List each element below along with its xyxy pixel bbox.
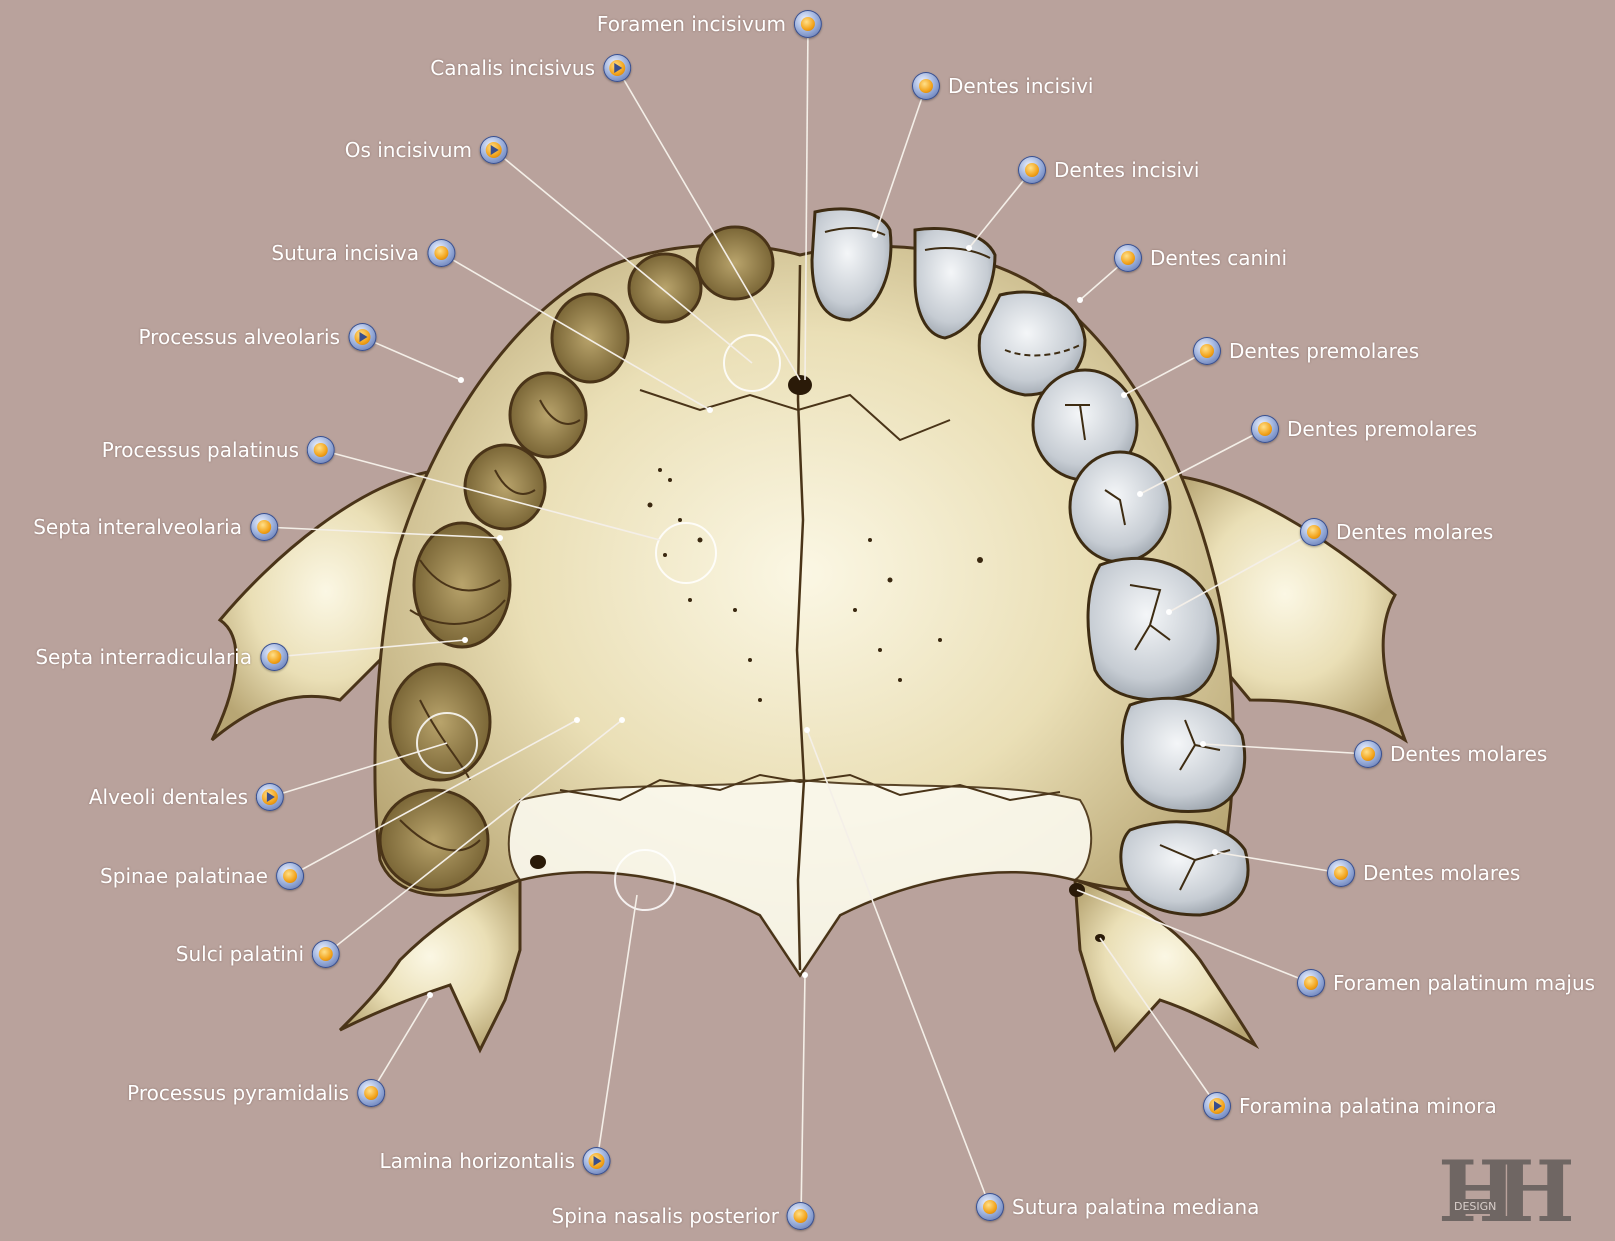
label-text[interactable]: Lamina horizontalis — [380, 1151, 575, 1171]
label-text[interactable]: Foramen incisivum — [597, 14, 786, 34]
label-dentes-molares-2[interactable]: Dentes molares — [1354, 740, 1547, 768]
dot-icon[interactable] — [250, 513, 278, 541]
label-os-incisivum[interactable]: Os incisivum — [345, 136, 508, 164]
label-text[interactable]: Sulci palatini — [176, 944, 304, 964]
dot-icon[interactable] — [1251, 415, 1279, 443]
label-septa-interalveolaria[interactable]: Septa interalveolaria — [33, 513, 278, 541]
label-foramen-palatinum-majus[interactable]: Foramen palatinum majus — [1297, 969, 1595, 997]
dot-icon[interactable] — [1327, 859, 1355, 887]
label-dentes-molares-1[interactable]: Dentes molares — [1300, 518, 1493, 546]
label-text[interactable]: Processus alveolaris — [138, 327, 340, 347]
label-text[interactable]: Dentes incisivi — [948, 76, 1093, 96]
label-text[interactable]: Dentes incisivi — [1054, 160, 1199, 180]
dot-icon[interactable] — [794, 10, 822, 38]
dot-icon[interactable] — [357, 1079, 385, 1107]
label-canalis-incisivus[interactable]: Canalis incisivus — [430, 54, 631, 82]
dot-icon[interactable] — [1018, 156, 1046, 184]
dot-icon[interactable] — [1297, 969, 1325, 997]
label-foramen-incisivum[interactable]: Foramen incisivum — [597, 10, 822, 38]
label-dentes-canini[interactable]: Dentes canini — [1114, 244, 1287, 272]
label-text[interactable]: Processus palatinus — [102, 440, 299, 460]
label-foramina-palatina-minora[interactable]: Foramina palatina minora — [1203, 1092, 1497, 1120]
dot-icon[interactable] — [787, 1202, 815, 1230]
label-spinae-palatinae[interactable]: Spinae palatinae — [100, 862, 304, 890]
label-text[interactable]: Sutura palatina mediana — [1012, 1197, 1259, 1217]
label-sulci-palatini[interactable]: Sulci palatini — [176, 940, 340, 968]
label-text[interactable]: Os incisivum — [345, 140, 472, 160]
label-sutura-incisiva[interactable]: Sutura incisiva — [271, 239, 455, 267]
label-lamina-horizontalis[interactable]: Lamina horizontalis — [380, 1147, 611, 1175]
dot-icon[interactable] — [1193, 337, 1221, 365]
dot-icon[interactable] — [276, 862, 304, 890]
play-icon[interactable] — [480, 136, 508, 164]
label-text[interactable]: Sutura incisiva — [271, 243, 419, 263]
play-icon[interactable] — [583, 1147, 611, 1175]
play-icon[interactable] — [348, 323, 376, 351]
logo-word: DESIGN — [1451, 1199, 1499, 1214]
hh-logo-icon: HH DESIGN — [1438, 1150, 1518, 1234]
label-dentes-premolares-2[interactable]: Dentes premolares — [1251, 415, 1477, 443]
label-text[interactable]: Dentes molares — [1390, 744, 1547, 764]
label-processus-palatinus[interactable]: Processus palatinus — [102, 436, 335, 464]
label-spina-nasalis-posterior[interactable]: Spina nasalis posterior — [552, 1202, 815, 1230]
label-septa-interradicularia[interactable]: Septa interradicularia — [35, 643, 288, 671]
label-text[interactable]: Processus pyramidalis — [127, 1083, 349, 1103]
label-text[interactable]: Dentes canini — [1150, 248, 1287, 268]
dot-icon[interactable] — [912, 72, 940, 100]
label-sutura-palatina-mediana[interactable]: Sutura palatina mediana — [976, 1193, 1259, 1221]
dot-icon[interactable] — [260, 643, 288, 671]
label-text[interactable]: Dentes premolares — [1229, 341, 1419, 361]
label-text[interactable]: Dentes premolares — [1287, 419, 1477, 439]
dot-icon[interactable] — [307, 436, 335, 464]
play-icon[interactable] — [1203, 1092, 1231, 1120]
dot-icon[interactable] — [1354, 740, 1382, 768]
label-dentes-incisivi-1[interactable]: Dentes incisivi — [912, 72, 1093, 100]
dot-icon[interactable] — [1300, 518, 1328, 546]
label-alveoli-dentales[interactable]: Alveoli dentales — [89, 783, 284, 811]
label-text[interactable]: Foramen palatinum majus — [1333, 973, 1595, 993]
dot-icon[interactable] — [312, 940, 340, 968]
label-text[interactable]: Alveoli dentales — [89, 787, 248, 807]
label-text[interactable]: Foramina palatina minora — [1239, 1096, 1497, 1116]
label-dentes-molares-3[interactable]: Dentes molares — [1327, 859, 1520, 887]
label-text[interactable]: Dentes molares — [1363, 863, 1520, 883]
left-pyramid — [340, 880, 520, 1050]
label-text[interactable]: Dentes molares — [1336, 522, 1493, 542]
label-text[interactable]: Spinae palatinae — [100, 866, 268, 886]
label-processus-alveolaris[interactable]: Processus alveolaris — [138, 323, 376, 351]
label-text[interactable]: Septa interalveolaria — [33, 517, 242, 537]
label-text[interactable]: Spina nasalis posterior — [552, 1206, 779, 1226]
label-text[interactable]: Septa interradicularia — [35, 647, 252, 667]
play-icon[interactable] — [256, 783, 284, 811]
dot-icon[interactable] — [976, 1193, 1004, 1221]
play-icon[interactable] — [603, 54, 631, 82]
logo-mark: HH — [1438, 1150, 1553, 1234]
label-dentes-incisivi-2[interactable]: Dentes incisivi — [1018, 156, 1199, 184]
dot-icon[interactable] — [1114, 244, 1142, 272]
label-processus-pyramidalis[interactable]: Processus pyramidalis — [127, 1079, 385, 1107]
label-text[interactable]: Canalis incisivus — [430, 58, 595, 78]
label-dentes-premolares-1[interactable]: Dentes premolares — [1193, 337, 1419, 365]
dot-icon[interactable] — [427, 239, 455, 267]
